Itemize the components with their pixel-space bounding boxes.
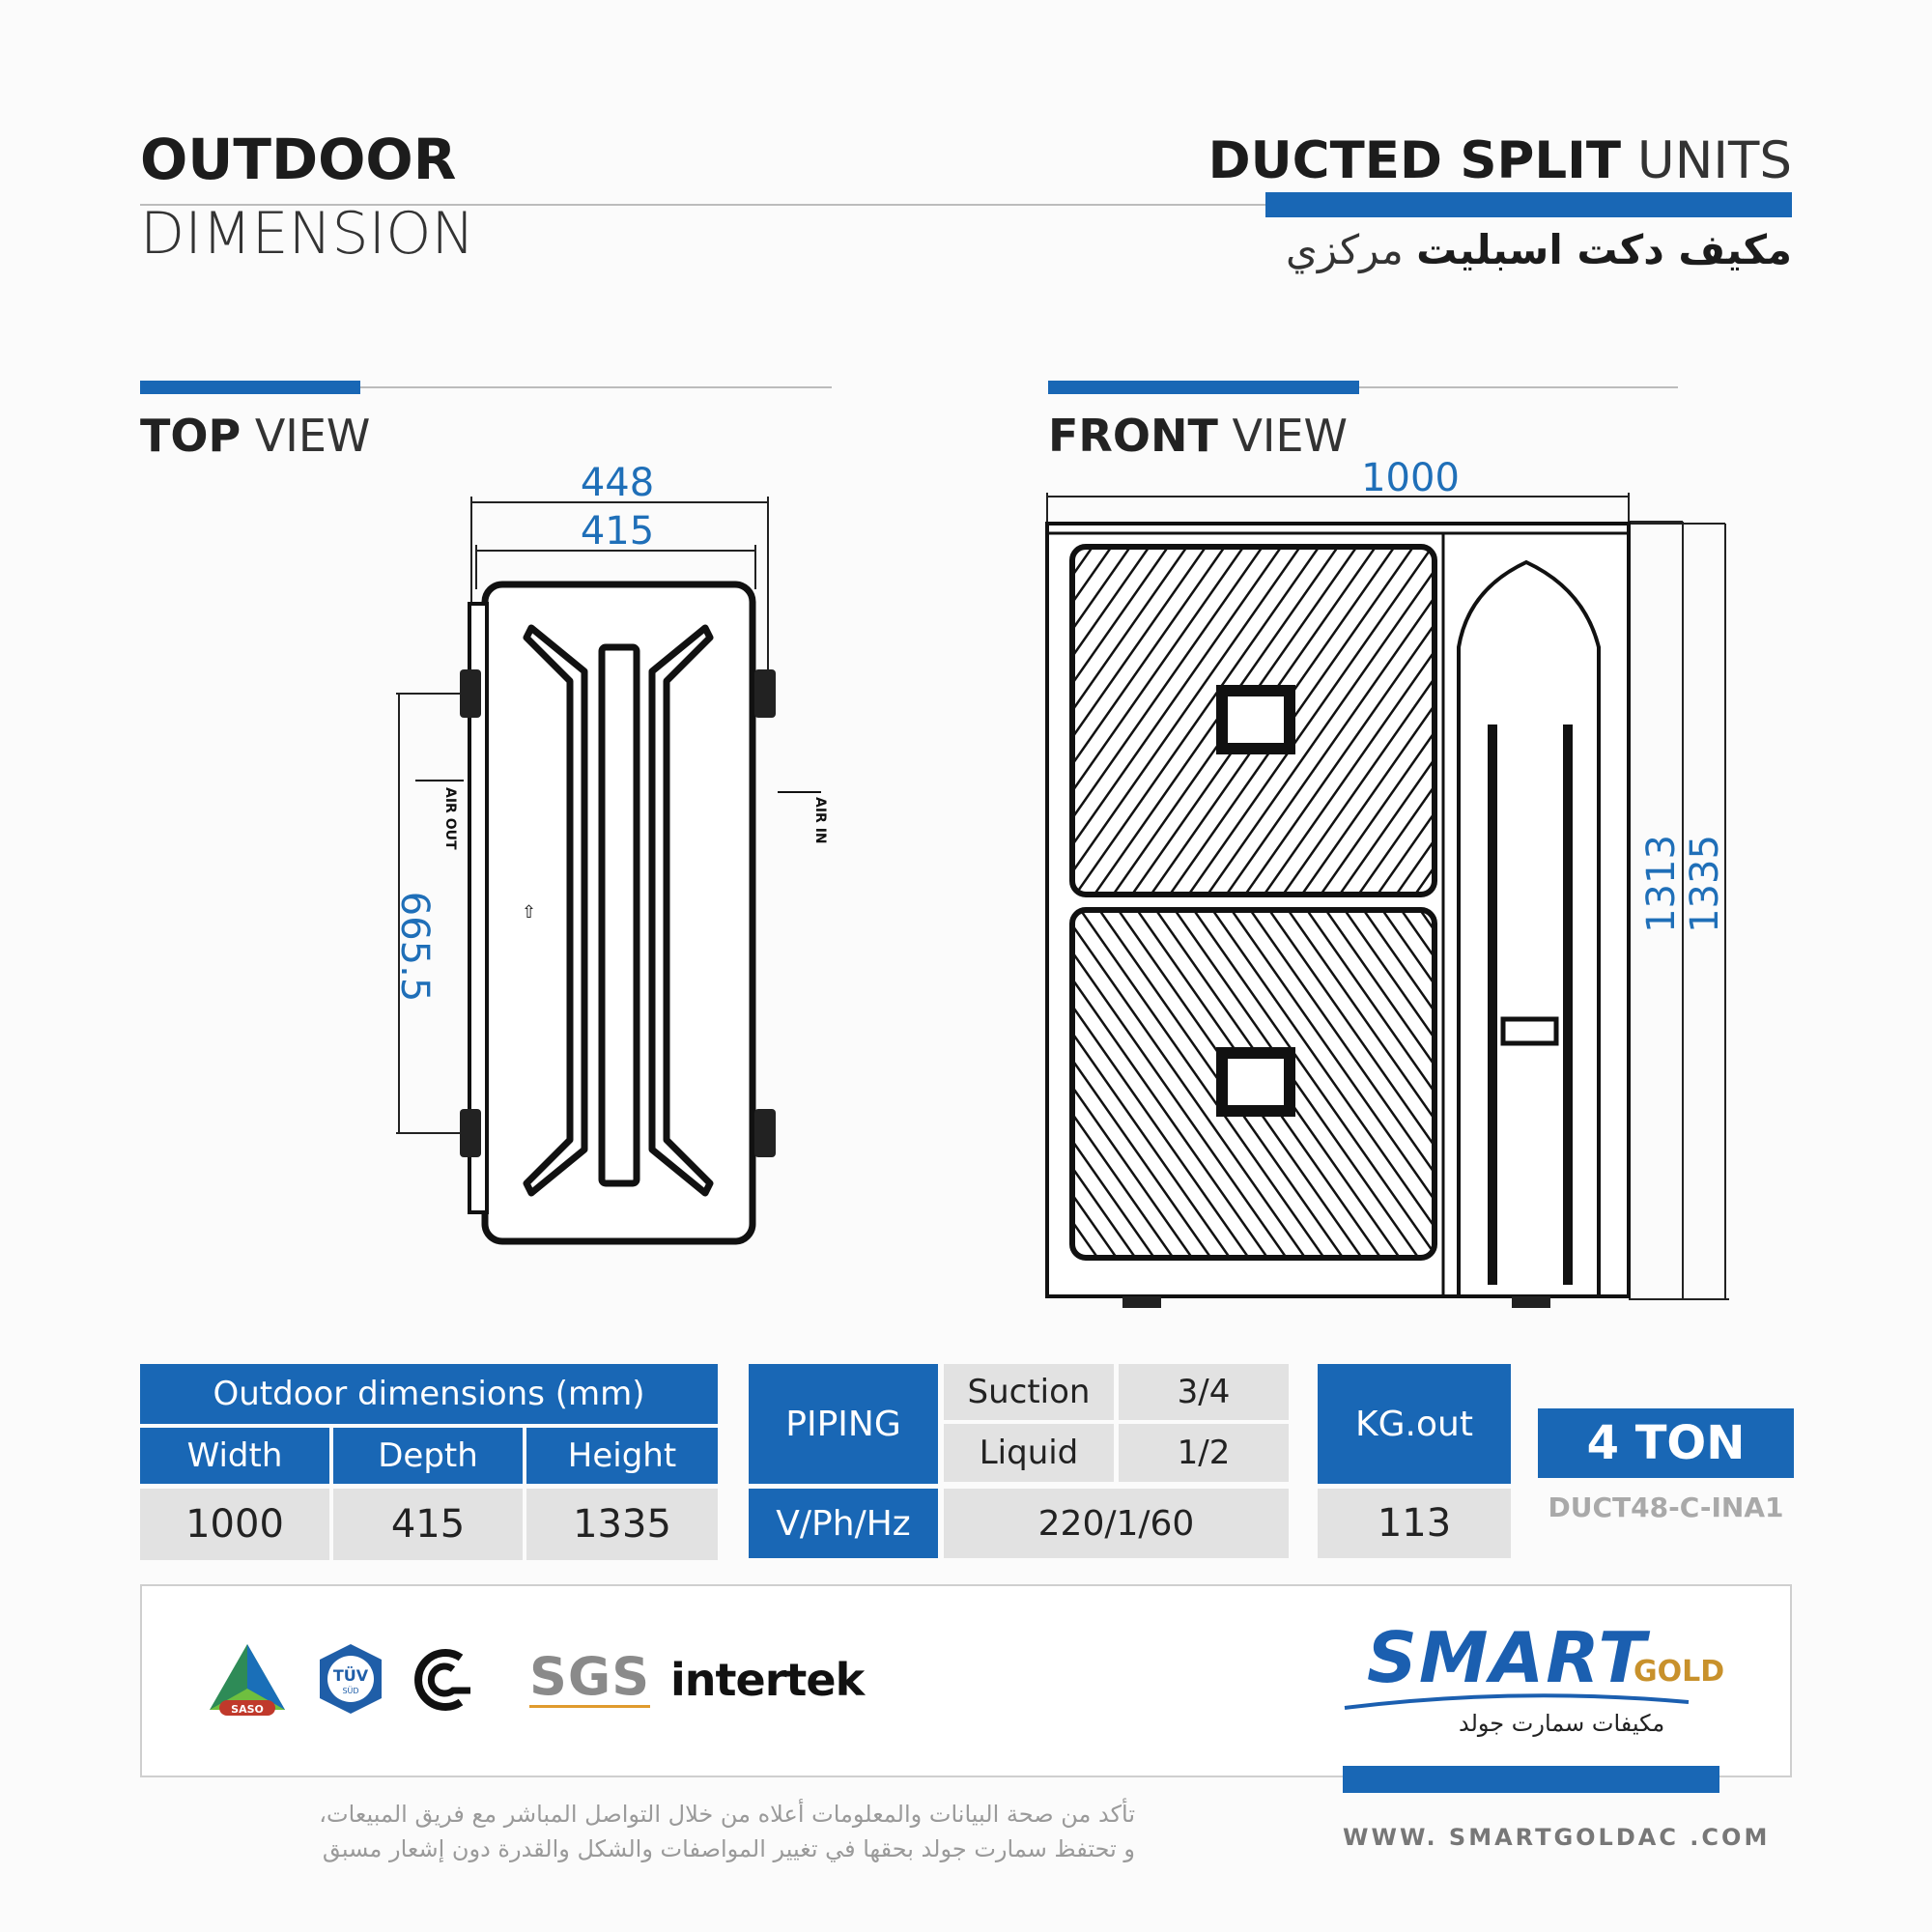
arabic-light: مركزي bbox=[1286, 226, 1404, 273]
dim-665-5: 665.5 bbox=[392, 892, 437, 1003]
intertek-logo: intertek bbox=[670, 1654, 865, 1706]
dim-val-height: 1335 bbox=[526, 1489, 718, 1560]
dim-1335: 1335 bbox=[1683, 835, 1727, 933]
model-number: DUCT48-C-INA1 bbox=[1548, 1492, 1784, 1523]
top-view-title: TOP VIEW bbox=[140, 413, 370, 458]
top-view-bar bbox=[140, 381, 360, 394]
suction-label: Suction bbox=[944, 1364, 1114, 1420]
top-view-title-light: VIEW bbox=[254, 410, 371, 462]
weight-value: 113 bbox=[1318, 1489, 1511, 1558]
saso-logo-icon: SASO bbox=[210, 1644, 285, 1716]
product-title-bold: DUCTED SPLIT bbox=[1208, 131, 1622, 190]
dim-val-depth: 415 bbox=[333, 1489, 523, 1560]
dim-1000: 1000 bbox=[1361, 456, 1460, 500]
brand-name: SMART bbox=[1367, 1617, 1648, 1698]
website-url[interactable]: WWW. SMARTGOLDAC .COM bbox=[1343, 1824, 1771, 1851]
header-divider bbox=[140, 204, 1270, 206]
brand-logo: SMART GOLD مكيفات سمارت جولد bbox=[1344, 1617, 1725, 1739]
sgs-logo: SGS bbox=[529, 1646, 651, 1708]
capacity-badge: 4 TON bbox=[1538, 1408, 1794, 1478]
cb-cert-logo-icon bbox=[414, 1649, 470, 1711]
piping-label: PIPING bbox=[749, 1364, 938, 1484]
liquid-value: 1/2 bbox=[1119, 1424, 1289, 1482]
product-title-arabic: مكيف دكت اسبليت مركزي bbox=[1286, 226, 1792, 274]
svg-text:SASO: SASO bbox=[231, 1703, 264, 1716]
front-view-drawing: 1000 1313 1335 bbox=[1045, 456, 1729, 1308]
disclaimer-line-1: تأكد من صحة البيانات والمعلومات أعلاه من… bbox=[319, 1801, 1135, 1828]
dim-448: 448 bbox=[581, 464, 654, 505]
svg-text:SÜD: SÜD bbox=[342, 1686, 358, 1695]
brand-arabic: مكيفات سمارت جولد bbox=[1459, 1710, 1665, 1737]
dim-val-width: 1000 bbox=[140, 1489, 329, 1560]
arabic-bold: مكيف دكت اسبليت bbox=[1416, 226, 1792, 273]
power-label: V/Ph/Hz bbox=[749, 1489, 938, 1558]
disclaimer-line-2: و تحتفظ سمارت جولد بحقها في تغيير المواص… bbox=[322, 1835, 1135, 1862]
brand-swoosh-icon bbox=[1344, 1693, 1690, 1710]
product-title-light: UNITS bbox=[1636, 131, 1792, 190]
brand-sub: GOLD bbox=[1634, 1655, 1725, 1689]
title-dimension: DIMENSION bbox=[140, 200, 475, 268]
liquid-label: Liquid bbox=[944, 1424, 1114, 1482]
suction-value: 3/4 bbox=[1119, 1364, 1289, 1420]
dim-1313: 1313 bbox=[1639, 835, 1684, 933]
top-view-drawing: 448 415 665.5 ⇧ AIR OUT AIR IN bbox=[392, 464, 828, 1245]
air-in-label: AIR IN bbox=[812, 797, 828, 844]
dim-col-depth: Depth bbox=[333, 1428, 523, 1484]
front-view-title-bold: FRONT bbox=[1048, 410, 1218, 462]
dim-col-width: Width bbox=[140, 1428, 329, 1484]
front-view-title-light: VIEW bbox=[1232, 410, 1349, 462]
front-view-rule bbox=[1359, 386, 1678, 388]
front-view-bar bbox=[1048, 381, 1359, 394]
website-bar bbox=[1343, 1766, 1719, 1793]
top-view-rule bbox=[360, 386, 832, 388]
weight-label: KG.out bbox=[1318, 1364, 1511, 1484]
air-out-label: AIR OUT bbox=[442, 787, 458, 850]
front-view-title: FRONT VIEW bbox=[1048, 413, 1348, 458]
product-title: DUCTED SPLIT UNITS bbox=[1208, 135, 1792, 186]
top-view-title-bold: TOP bbox=[140, 410, 242, 462]
svg-text:⇧: ⇧ bbox=[522, 902, 536, 923]
dim-col-height: Height bbox=[526, 1428, 718, 1484]
title-outdoor: OUTDOOR bbox=[140, 127, 457, 192]
dimensions-header: Outdoor dimensions (mm) bbox=[140, 1364, 718, 1424]
power-value: 220/1/60 bbox=[944, 1489, 1289, 1558]
dim-415: 415 bbox=[581, 509, 654, 554]
tuv-logo-icon: TÜV SÜD bbox=[320, 1644, 382, 1714]
product-title-bar bbox=[1265, 192, 1792, 217]
svg-text:TÜV: TÜV bbox=[333, 1666, 369, 1685]
